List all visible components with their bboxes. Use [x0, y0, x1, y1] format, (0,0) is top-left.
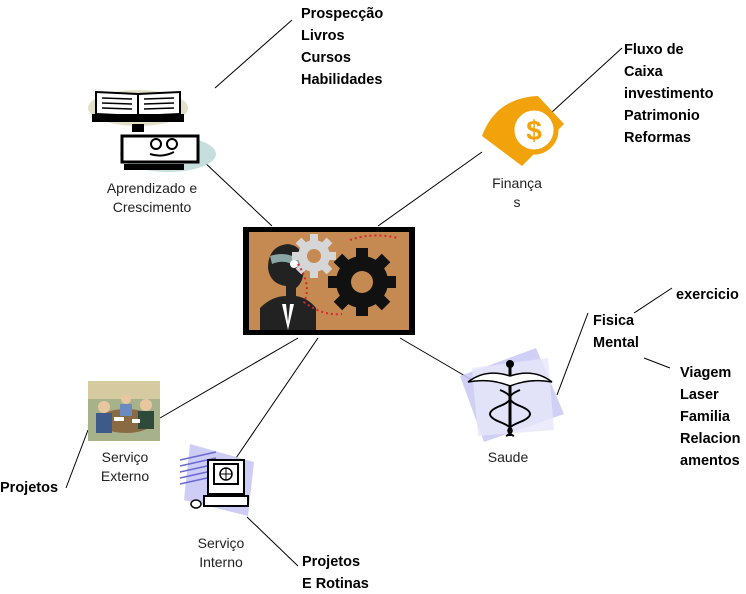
dollar-coin-icon: $ [482, 96, 564, 166]
line-center-financas [377, 151, 483, 227]
line-aprendizado-items [214, 19, 293, 89]
list-item: Prospecção [301, 6, 384, 22]
line-center-aprendizado [201, 159, 273, 227]
list-item: Reformas [624, 130, 691, 146]
list-item: Caixa [624, 64, 663, 80]
business-gears-icon [243, 227, 415, 335]
book-and-monitor-icon [88, 90, 216, 172]
list-item: investimento [624, 86, 714, 102]
list-item: amentos [680, 453, 740, 469]
meeting-photo-icon [88, 381, 160, 441]
list-item: Projetos [0, 480, 59, 496]
node-label-aprendizado: Aprendizado e Crescimento [106, 180, 198, 215]
computer-terminal-icon [179, 444, 254, 516]
list-item: Fluxo de [624, 42, 684, 58]
list-item: Projetos [302, 554, 361, 570]
line-externo-projetos [65, 429, 89, 489]
svg-text:$: $ [526, 115, 542, 146]
list-item: Relacion [680, 431, 741, 447]
node-label-externo: Serviço Externo [100, 449, 150, 484]
aprendizado-items: Prospecção Livros Cursos Habilidades [301, 3, 383, 91]
line-center-interno [235, 337, 319, 459]
list-item: Livros [301, 28, 345, 44]
line-interno-projetos [246, 516, 299, 567]
saude-leisure-items: Viagem Laser Familia Relacion amentos [680, 362, 740, 472]
saude-exercicio: exercicio [676, 284, 739, 306]
line-saude-fisica [556, 312, 589, 396]
list-item: Laser [680, 387, 719, 403]
list-item: exercicio [676, 287, 739, 303]
list-item: Fisica [593, 313, 635, 329]
caduceus-icon [460, 348, 564, 442]
line-center-externo [159, 337, 299, 419]
externo-items: Projetos [0, 477, 58, 499]
saude-fisica-mental: Fisica Mental [593, 310, 639, 354]
financas-items: Fluxo de Caixa investimento Patrimonio R… [624, 39, 713, 149]
line-fisica-exercicio [633, 287, 673, 314]
line-mental-viagem [643, 357, 671, 369]
list-item: Cursos [301, 50, 351, 66]
line-financas-items [539, 47, 623, 124]
list-item: E Rotinas [302, 576, 369, 592]
list-item: Mental [593, 335, 639, 351]
node-label-financas: Finança s [492, 175, 542, 210]
list-item: Familia [680, 409, 730, 425]
list-item: Viagem [680, 365, 732, 381]
list-item: Patrimonio [624, 108, 700, 124]
line-center-saude [399, 337, 473, 381]
list-item: Habilidades [301, 72, 383, 88]
node-label-saude: Saude [487, 449, 529, 465]
node-label-interno: Serviço Interno [197, 535, 245, 570]
interno-items: Projetos E Rotinas [302, 551, 369, 594]
